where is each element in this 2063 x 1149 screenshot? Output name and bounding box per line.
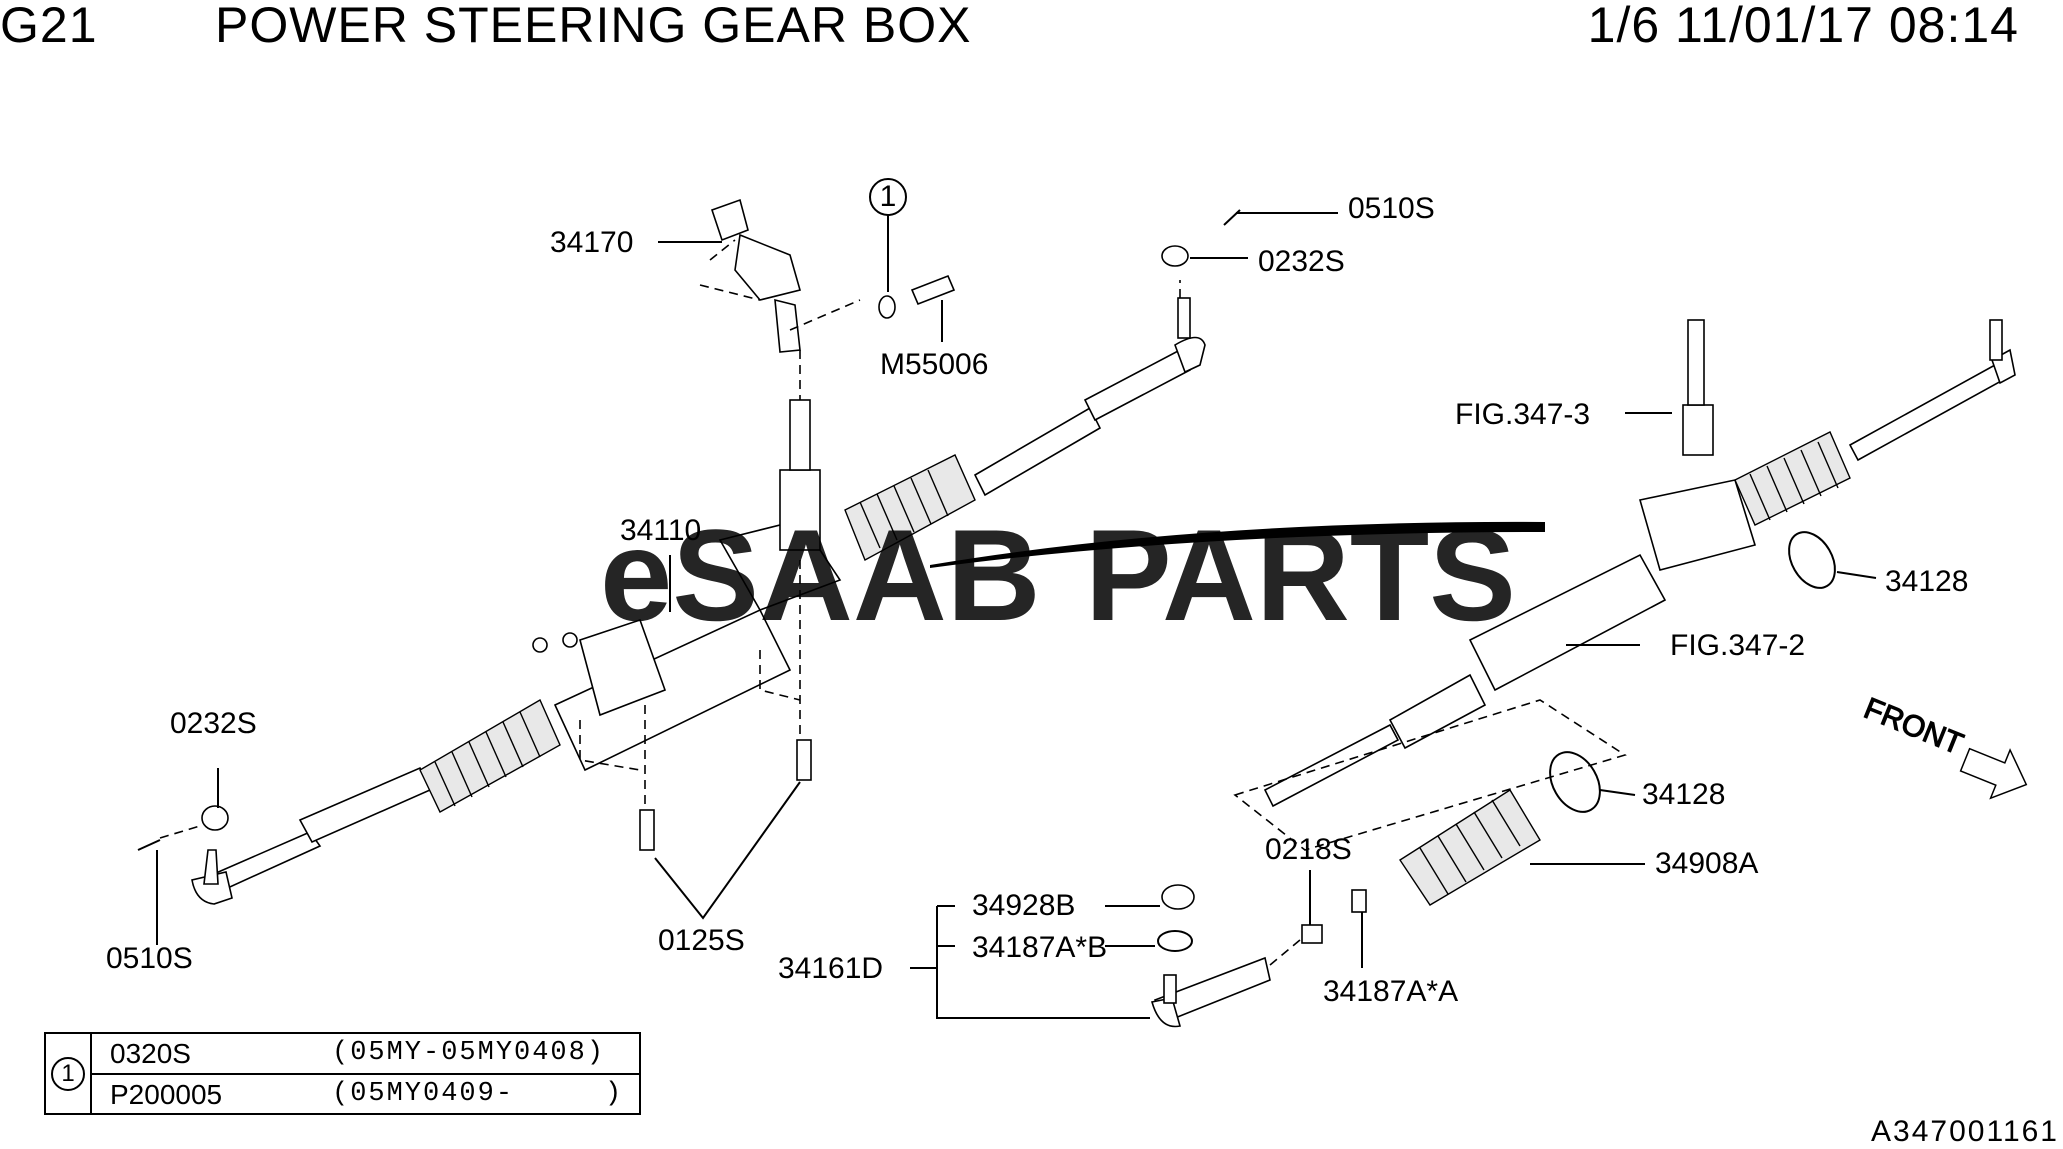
callout-fig-347-3: FIG.347-3 (1455, 398, 1590, 431)
note-model-range: (05MY0409- ) (332, 1079, 624, 1109)
callout-m55006: M55006 (880, 348, 988, 381)
table-row: P200005 (05MY0409- ) (92, 1075, 639, 1114)
callout-circle-ref: 1 (880, 180, 897, 213)
front-direction-indicator: FRONT (1859, 691, 2028, 800)
watermark-prefix: eSAAB (600, 502, 1041, 648)
universal-joint-34170 (699, 198, 861, 353)
callout-34187aa: 34187A*A (1323, 975, 1458, 1008)
callout-34110: 34110 (620, 514, 701, 547)
note-ref-circle: 1 (51, 1056, 85, 1091)
front-arrow-icon (1959, 747, 2028, 800)
callout-0232s-top: 0232S (1258, 245, 1345, 278)
page-title: POWER STEERING GEAR BOX (215, 0, 972, 53)
note-model-range: (05MY-05MY0408) (332, 1038, 606, 1068)
callout-0510s-left: 0510S (106, 942, 193, 975)
note-part-number: 0320S (110, 1038, 191, 1069)
callout-0510s-top: 0510S (1348, 192, 1435, 225)
page-info: 1/6 11/01/17 08:14 (1587, 0, 2019, 53)
callout-fig-347-2: FIG.347-2 (1670, 629, 1805, 662)
watermark-suffix: PARTS (1085, 502, 1516, 648)
callout-34161d: 34161D (778, 952, 883, 985)
watermark: eSAAB PARTS (600, 502, 1516, 648)
callout-34187ab: 34187A*B (972, 931, 1107, 964)
group-code: G21 (0, 0, 98, 53)
illustration-code: A347001161 (1871, 1115, 2059, 1148)
note-part-number: P200005 (110, 1079, 223, 1110)
applicability-notes-table: 1 0320S (05MY-05MY0408) P200005 (05MY040… (44, 1032, 641, 1115)
callout-34908a: 34908A (1655, 847, 1758, 880)
callout-0125s: 0125S (658, 924, 745, 957)
secondary-rack-view (1150, 319, 2016, 1028)
main-steering-rack (159, 280, 1206, 905)
callout-0218s: 0218S (1265, 833, 1352, 866)
callout-0232s-left: 0232S (170, 707, 257, 740)
callout-34128-b: 34128 (1642, 778, 1725, 811)
watermark-swoosh (930, 521, 1545, 568)
table-row: 0320S (05MY-05MY0408) (92, 1034, 639, 1075)
callout-34170: 34170 (550, 226, 633, 259)
front-label: FRONT (1859, 692, 1967, 761)
callout-34128-a: 34128 (1885, 565, 1968, 598)
callout-34928b: 34928B (972, 889, 1075, 922)
note-ref-cell: 1 (46, 1034, 92, 1113)
